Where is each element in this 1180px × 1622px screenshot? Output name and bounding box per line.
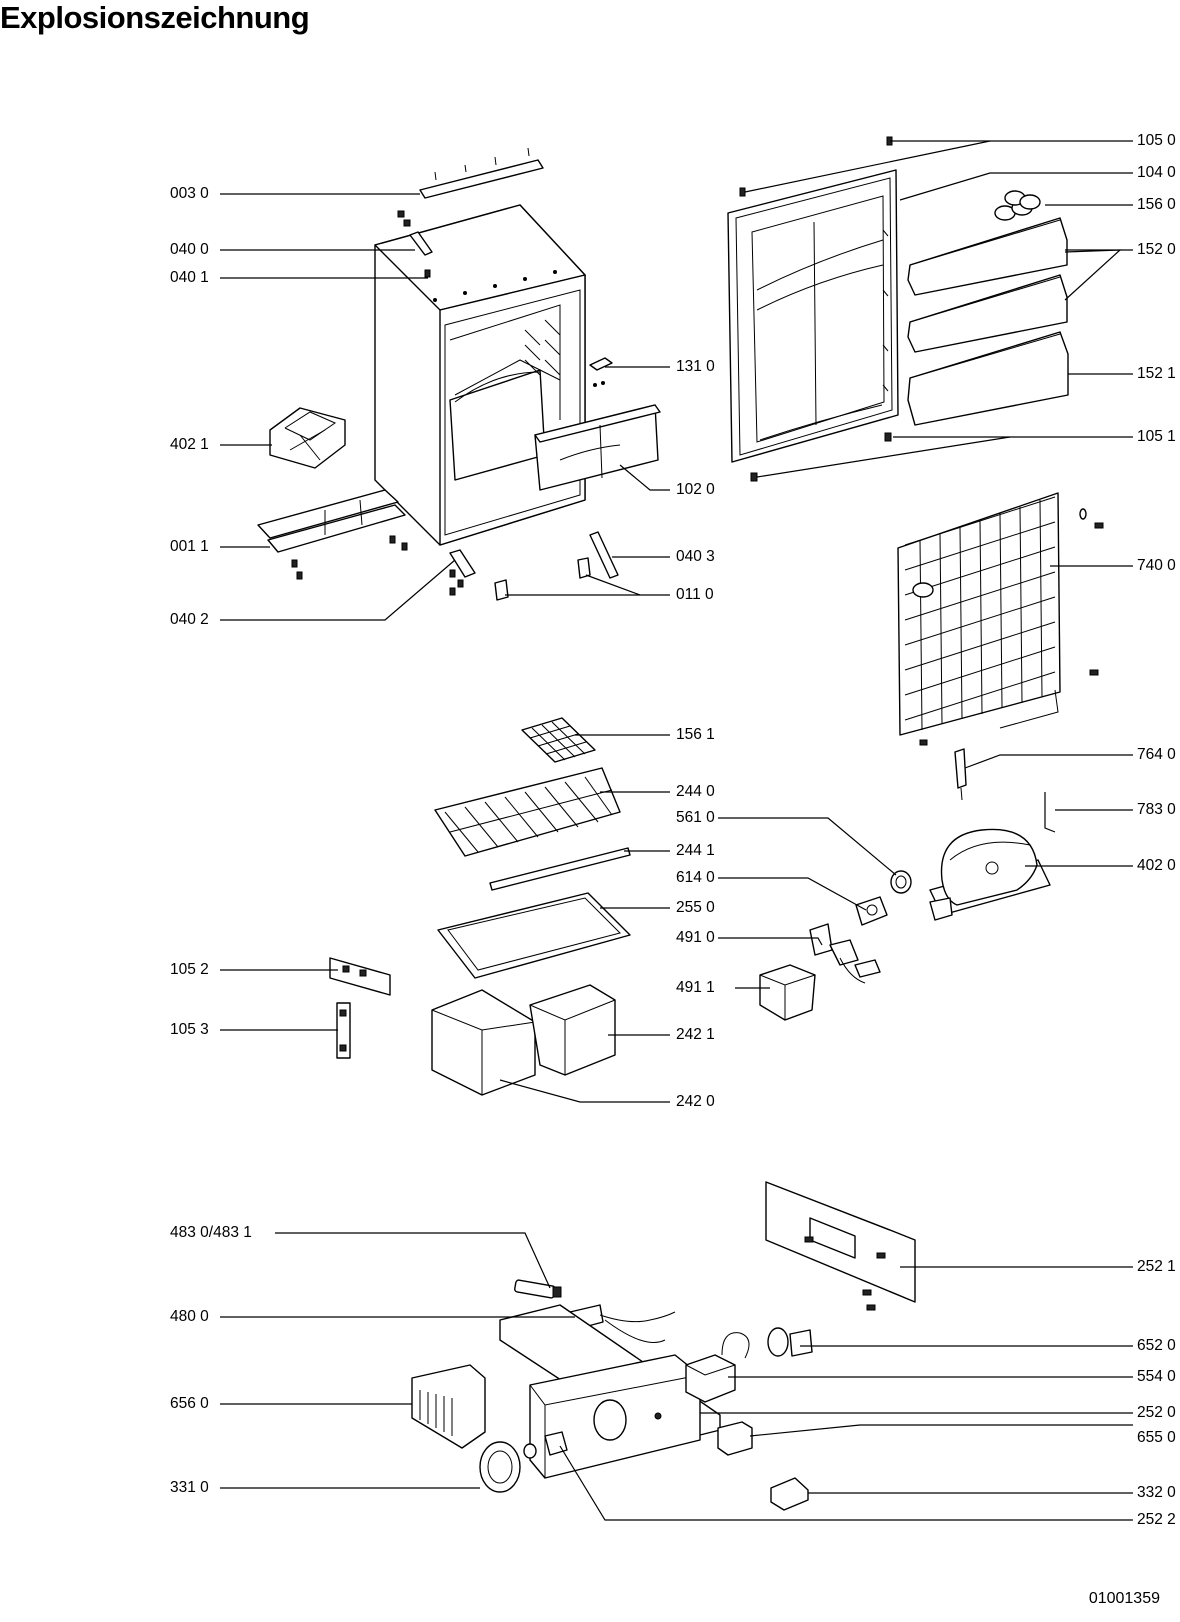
lamp-cover-6560 — [411, 1364, 486, 1449]
lower-hinge — [449, 549, 476, 596]
label-0403: 040 3 — [676, 548, 715, 565]
clip-4910 — [809, 923, 881, 984]
label-4800: 480 0 — [170, 1308, 209, 1325]
label-2522: 252 2 — [1137, 1511, 1176, 1528]
lamp-socket-4830 — [514, 1279, 562, 1299]
top-cover-strip — [419, 147, 544, 199]
plate-1052 — [329, 957, 391, 996]
label-4910: 491 0 — [676, 929, 715, 946]
label-1310: 131 0 — [676, 358, 715, 375]
label-1561: 156 1 — [676, 726, 715, 743]
bracket-131 — [589, 357, 613, 387]
thermostat-5540 — [685, 1332, 750, 1403]
label-2440: 244 0 — [676, 783, 715, 800]
label-0030: 003 0 — [170, 185, 209, 202]
label-2420: 242 0 — [676, 1093, 715, 1110]
egg-tray — [994, 190, 1041, 221]
freezer-flap — [534, 404, 661, 491]
label-2520: 252 0 — [1137, 1404, 1176, 1421]
label-0401: 040 1 — [170, 269, 209, 286]
knob-5610 — [890, 870, 912, 894]
label-1052: 105 2 — [170, 961, 209, 978]
label-3320: 332 0 — [1137, 1484, 1176, 1501]
filter-dryer — [954, 748, 967, 801]
label-6550: 655 0 — [1137, 1429, 1176, 1446]
base-rails — [257, 489, 408, 580]
condenser — [897, 492, 1104, 746]
label-5540: 554 0 — [1137, 1368, 1176, 1385]
label-6520: 652 0 — [1137, 1337, 1176, 1354]
label-6560: 656 0 — [170, 1395, 209, 1412]
label-1051: 105 1 — [1137, 428, 1176, 445]
label-1520: 152 0 — [1137, 241, 1176, 258]
crisper-drawer-right — [529, 984, 616, 1076]
leader-lines — [220, 140, 1133, 1521]
compressor — [929, 828, 1051, 921]
upper-hinge — [397, 210, 433, 278]
cabinet-body — [374, 204, 586, 546]
plate-1053 — [336, 1002, 351, 1059]
housing-2520 — [499, 1304, 721, 1479]
label-1560: 156 0 — [1137, 196, 1176, 213]
lamp-6520 — [767, 1327, 813, 1357]
service-tube — [1044, 792, 1056, 833]
label-5610: 561 0 — [676, 809, 715, 826]
cover-4911 — [759, 964, 816, 1021]
label-2521: 252 1 — [1137, 1258, 1176, 1275]
door-shelves — [907, 217, 1069, 426]
shelf-strip — [489, 847, 631, 891]
ice-tray — [521, 717, 596, 763]
adjustable-feet — [494, 557, 591, 601]
control-panel-plate — [765, 1181, 916, 1311]
glass-shelf — [437, 892, 631, 979]
hinge-0403 — [589, 531, 619, 579]
label-0011: 001 1 — [170, 538, 209, 555]
page-title: Explosionszeichnung — [0, 0, 310, 35]
label-7640: 764 0 — [1137, 746, 1176, 763]
label-1053: 105 3 — [170, 1021, 209, 1038]
label-1040: 104 0 — [1137, 164, 1176, 181]
label-0110: 011 0 — [676, 586, 714, 603]
label-2421: 242 1 — [676, 1026, 715, 1043]
label-1521: 152 1 — [1137, 365, 1176, 382]
label-6140: 614 0 — [676, 869, 715, 886]
label-1050: 105 0 — [1137, 132, 1176, 149]
door-panel — [727, 169, 899, 463]
label-7830: 783 0 — [1137, 801, 1176, 818]
label-4830: 483 0/483 1 — [170, 1224, 252, 1241]
bracket-4021 — [269, 407, 346, 469]
document-number: 01001359 — [1088, 1590, 1160, 1607]
label-2441: 244 1 — [676, 842, 715, 859]
wire-shelf — [434, 767, 621, 857]
label-0400: 040 0 — [170, 241, 209, 258]
label-4911: 491 1 — [676, 979, 715, 996]
label-0402: 040 2 — [170, 611, 209, 628]
label-7400: 740 0 — [1137, 557, 1176, 574]
label-4020: 402 0 — [1137, 857, 1176, 874]
label-2550: 255 0 — [676, 899, 715, 916]
switch-6550 — [717, 1421, 753, 1456]
label-1020: 102 0 — [676, 481, 715, 498]
label-4021: 402 1 — [170, 436, 209, 453]
crisper-drawer-left — [431, 989, 536, 1096]
label-3310: 331 0 — [170, 1479, 209, 1496]
button-3320 — [770, 1477, 809, 1511]
relay-6140 — [855, 896, 888, 926]
knob-ring-3310 — [479, 1441, 537, 1493]
